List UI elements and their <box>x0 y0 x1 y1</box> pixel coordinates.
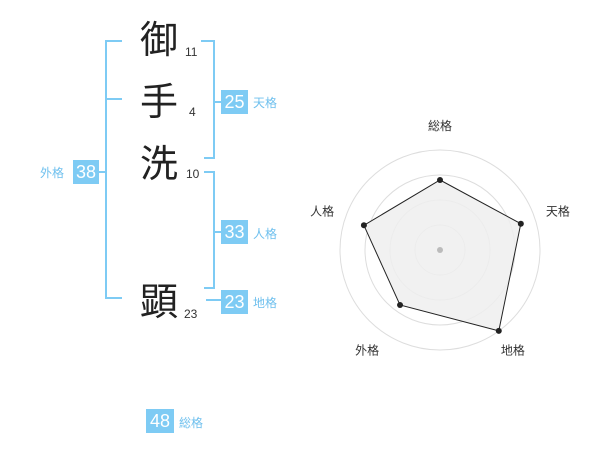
gaikaku-bracket-vertical <box>105 40 107 299</box>
name-char-3: 洗 <box>140 142 179 186</box>
gaikaku-bracket-bottom <box>105 297 122 299</box>
tenkaku-bracket-bottom <box>204 157 215 159</box>
jinkaku-bracket-bottom <box>204 287 215 289</box>
radar-axis-label-5: 人格 <box>310 204 334 219</box>
tenkaku-value: 25 <box>221 90 248 114</box>
name-char-1: 御 <box>140 18 179 62</box>
stroke-count-1: 11 <box>185 45 198 59</box>
gaikaku-label: 外格 <box>40 166 65 180</box>
chikaku-connector <box>206 299 221 301</box>
radar-point-2 <box>517 220 524 227</box>
soukaku-value: 48 <box>146 409 174 433</box>
gaikaku-bracket-mid <box>105 98 122 100</box>
radar-center-point <box>437 247 443 253</box>
radar-series <box>360 177 524 334</box>
chikaku-label: 地格 <box>253 296 278 310</box>
stroke-count-2: 4 <box>189 105 196 119</box>
jinkaku-bracket-top <box>204 171 215 173</box>
radar-axis-label-3: 地格 <box>501 342 525 357</box>
tenkaku-bracket-vertical <box>213 40 215 159</box>
name-char-2: 手 <box>140 80 179 124</box>
radar-point-5 <box>360 222 367 229</box>
soukaku-label: 総格 <box>179 416 204 430</box>
radar-axis-label-2: 天格 <box>546 204 570 219</box>
radar-axis-label-1: 総格 <box>428 118 452 133</box>
tenkaku-bracket-top <box>201 40 215 42</box>
radar-axis-label-4: 外格 <box>355 342 379 357</box>
tenkaku-label: 天格 <box>253 96 278 110</box>
gaikaku-value: 38 <box>73 160 99 184</box>
jinkaku-connector <box>213 231 221 233</box>
jinkaku-value: 33 <box>221 220 248 244</box>
stroke-count-4: 23 <box>184 307 198 321</box>
tenkaku-connector <box>213 101 221 103</box>
radar-point-1 <box>437 177 443 183</box>
radar-area <box>363 179 522 332</box>
radar-grid-ring <box>339 149 541 351</box>
gaikaku-connector <box>98 171 105 173</box>
gaikaku-bracket-top <box>105 40 122 42</box>
jinkaku-label: 人格 <box>253 227 278 241</box>
stroke-count-3: 10 <box>186 167 200 181</box>
radar-point-4 <box>397 302 404 309</box>
radar-point-3 <box>495 327 502 334</box>
name-char-4: 顕 <box>140 280 179 324</box>
jinkaku-bracket-vertical <box>213 171 215 289</box>
chikaku-value: 23 <box>221 290 248 314</box>
